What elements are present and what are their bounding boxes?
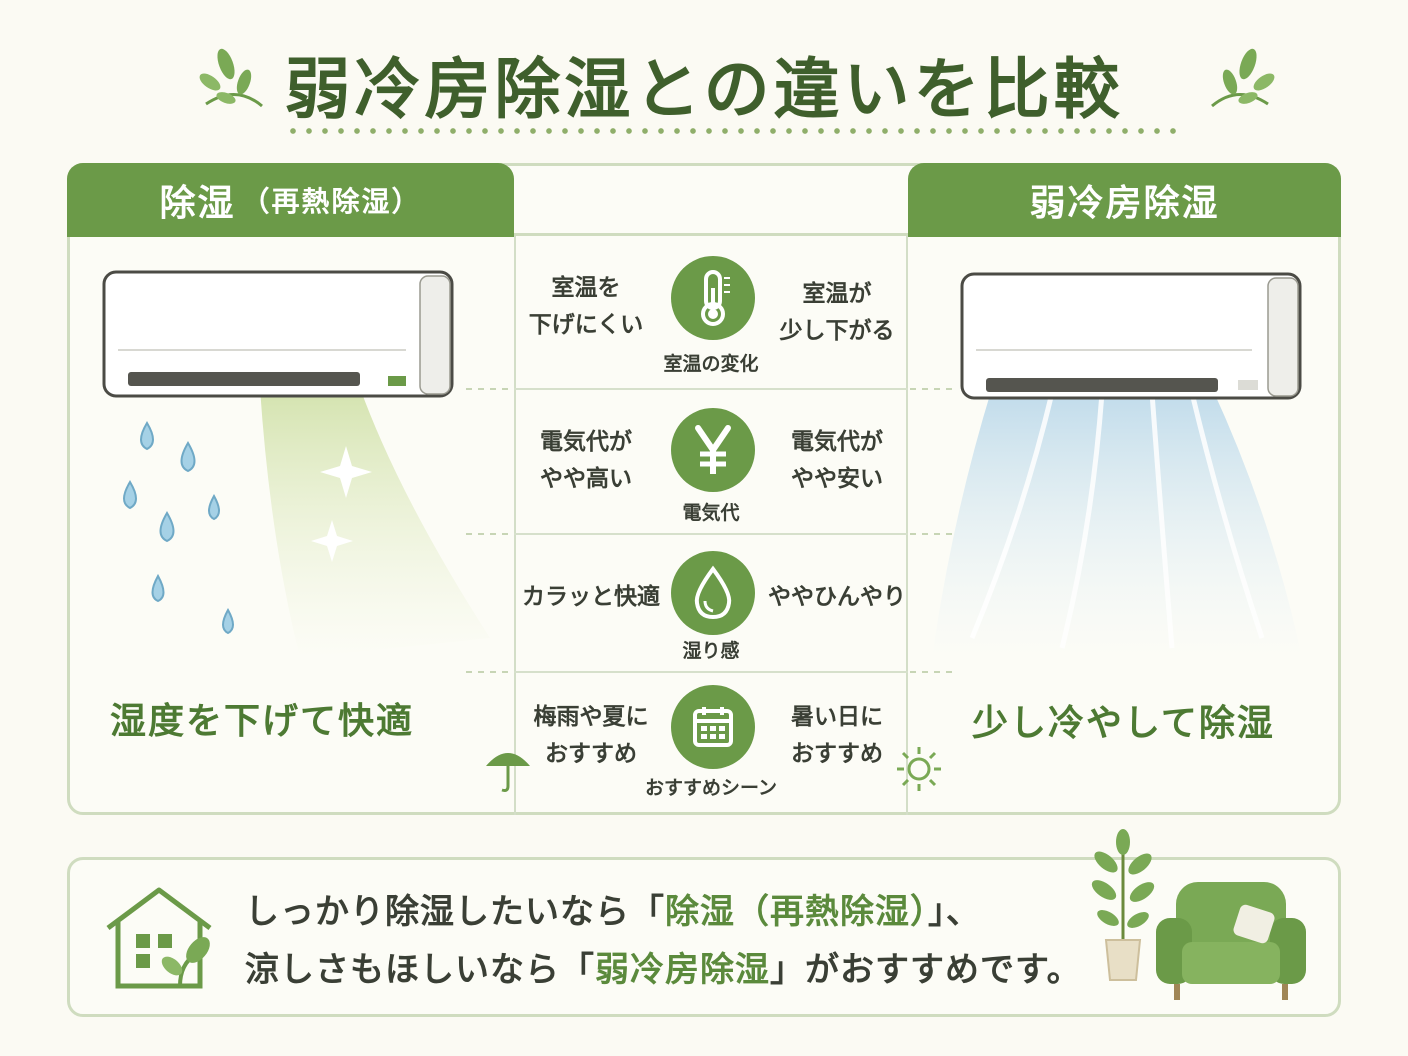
row2-right-text: 電気代が やや安い xyxy=(791,429,883,492)
row1-right-text: 室温が 少し下がる xyxy=(779,281,895,344)
row2-left-text: 電気代が やや高い xyxy=(540,429,632,492)
armchair-icon xyxy=(1156,882,1306,1000)
row4-right-text: 暑い日に おすすめ xyxy=(791,704,883,767)
right-caption: 少し冷やして除湿 xyxy=(972,703,1275,744)
comparison-center-column xyxy=(514,233,908,815)
tab-reheat-dehumidify: 除湿 （再熱除湿） xyxy=(67,163,514,237)
right-tab-label: 弱冷房除湿 xyxy=(1029,183,1220,224)
left-tab-main: 除湿 xyxy=(159,183,236,224)
comparison-row-electricity: 電気代が やや高い 電気代が やや安い 電気代 xyxy=(514,390,908,533)
comparison-row-recommended-scene: 梅雨や夏に おすすめ 暑い日に おすすめ おすすめシーン xyxy=(514,673,908,813)
droplet-icon xyxy=(671,551,755,635)
row2-caption: 電気代 xyxy=(682,502,740,524)
row4-caption: おすすめシーン xyxy=(644,777,778,799)
recommendation-line-1: しっかり除湿したいなら「除湿（再熱除湿）」、 xyxy=(245,892,981,932)
row1-left-text: 室温を 下げにくい xyxy=(528,275,644,338)
row-separator xyxy=(466,388,958,390)
right-ac-unit-icon xyxy=(960,272,1302,400)
center-top-line xyxy=(514,233,908,236)
left-caption: 湿度を下げて快適 xyxy=(110,701,415,742)
left-ac-unit-icon xyxy=(102,270,454,398)
comparison-row-room-temp: 室温を 下げにくい 室温が 少し下がる 室温の変化 xyxy=(514,236,908,388)
comparison-row-humidity-feel: カラッと快適 ややひんやり 湿り感 xyxy=(514,535,908,671)
left-illustration xyxy=(102,270,490,658)
umbrella-icon xyxy=(486,753,530,792)
title-dotted-divider xyxy=(285,127,1180,135)
title-area: 弱冷房除湿との違いを比較 xyxy=(0,30,1408,130)
thermometer-icon xyxy=(671,256,755,340)
sun-icon xyxy=(897,747,941,791)
row-separator xyxy=(466,533,958,535)
yen-icon xyxy=(671,408,755,492)
row-separator xyxy=(466,671,958,673)
right-illustration xyxy=(932,272,1302,658)
house-icon xyxy=(106,887,212,989)
row3-right-text: ややひんやり xyxy=(768,584,906,610)
row3-left-text: カラッと快適 xyxy=(522,584,660,610)
page-title: 弱冷房除湿との違いを比較 xyxy=(284,51,1124,128)
recommendation-box xyxy=(67,857,1341,1017)
row4-left-text: 梅雨や夏に おすすめ xyxy=(533,704,649,767)
row1-caption: 室温の変化 xyxy=(663,353,759,375)
sparkle-icon xyxy=(311,446,372,562)
highlight-reheat: 除湿（再熱除湿） xyxy=(665,892,928,932)
sprig-right-icon xyxy=(1211,48,1275,108)
highlight-weak-cooling: 弱冷房除湿 xyxy=(595,950,770,990)
water-drops-icon xyxy=(123,421,234,635)
recommendation-line-2: 涼しさもほしいなら「弱冷房除湿」がおすすめです。 xyxy=(245,950,1082,990)
plant-icon xyxy=(1091,829,1155,981)
row3-caption: 湿り感 xyxy=(682,640,740,662)
tab-weak-cooling-dehumidify: 弱冷房除湿 xyxy=(908,163,1341,237)
sprig-left-icon xyxy=(199,48,263,108)
left-tab-sub: （再熱除湿） xyxy=(241,185,422,218)
calendar-icon xyxy=(671,685,755,769)
